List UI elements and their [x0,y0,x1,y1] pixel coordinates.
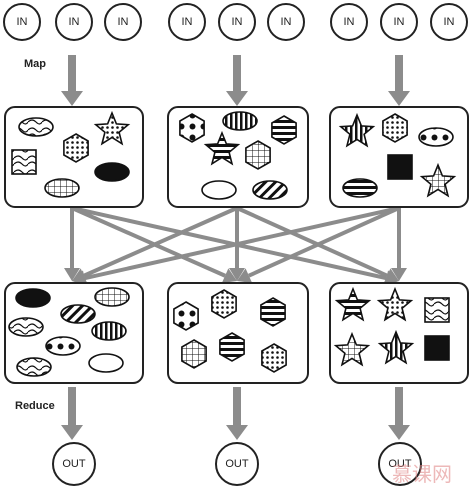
reduce-1-oval-vstripes-5 [91,321,127,341]
map-2-oval-blank-6 [201,180,237,200]
output-node-1: OUT [52,442,96,486]
reduce-3-star-hstripes-1 [334,286,372,322]
map-1-oval-solid-5 [94,162,130,182]
reduce-arrow-3 [388,387,410,440]
input-node-8: IN [380,3,418,41]
shuffle-arrow-1-2 [71,206,237,284]
reduce-2-hexagon-spots-1 [173,301,199,331]
map-arrow-1 [61,55,83,106]
map-3-star-vstripes-1 [338,112,376,148]
input-node-1: IN [3,3,41,41]
reduce-1-oval-diagonal-2 [60,304,96,324]
reduce-1-oval-solid-1 [15,288,51,308]
reduce-3-square-solid-6 [424,335,450,361]
reduce-1-oval-grid-3 [94,287,130,307]
reduce-3-star-grid-4 [333,331,371,367]
reduce-1-oval-contour-4 [8,317,44,337]
reduce-1-oval-blank-8 [88,353,124,373]
map-stage-label: Map [24,58,46,70]
reduce-1-oval-spots-6 [45,336,81,356]
map-3-square-solid-4 [387,154,413,180]
shuffle-arrow-2-2 [229,208,245,281]
map-2-oval-diagonal-7 [252,180,288,200]
reduce-2-hexagon-dots-2 [211,289,237,319]
map-2-hexagon-spots-1 [179,113,205,143]
watermark: 慕课网 [392,462,452,486]
map-2-star-hstripes-5 [203,130,241,166]
input-node-4: IN [168,3,206,41]
reduce-3-star-dots-2 [376,286,414,322]
reduce-box-2 [167,282,309,384]
input-node-7: IN [330,3,368,41]
map-1-star-dots-4 [93,110,131,146]
map-3-hexagon-dots-2 [382,113,408,143]
map-1-hexagon-dots-3 [63,133,89,163]
shuffle-arrow-2-3 [236,206,399,283]
map-arrow-3 [388,55,410,106]
input-node-3: IN [104,3,142,41]
shuffle-arrow-3-3 [391,208,407,281]
input-node-5: IN [218,3,256,41]
map-1-square-contour-2 [11,149,37,175]
reduce-arrow-2 [226,387,248,440]
map-arrow-2 [226,55,248,106]
shuffle-arrow-1-1 [64,208,80,281]
map-3-oval-hstripes-5 [342,178,378,198]
output-node-3: OUT [378,442,422,486]
reduce-1-oval-contour-7 [16,357,52,377]
input-node-6: IN [267,3,305,41]
map-3-star-grid-6 [419,162,457,198]
reduce-3-square-contour-3 [424,297,450,323]
map-2-oval-vstripes-2 [222,111,258,131]
reduce-arrow-1 [61,387,83,440]
reduce-2-hexagon-dots-6 [261,343,287,373]
map-3-oval-spots-3 [418,127,454,147]
output-node-2: OUT [215,442,259,486]
shuffle-arrow-3-2 [237,206,400,283]
input-node-9: IN [430,3,468,41]
reduce-2-hexagon-grid-4 [181,339,207,369]
reduce-3-star-vstripes-5 [377,329,415,365]
shapes-layer [8,110,457,377]
map-1-oval-contour-1 [18,117,54,137]
map-2-hexagon-grid-4 [245,140,271,170]
reduce-2-hexagon-hstripes-3 [260,297,286,327]
reduce-2-hexagon-hstripes-5 [219,332,245,362]
map-1-oval-grid-6 [44,178,80,198]
input-node-2: IN [55,3,93,41]
reduce-stage-label: Reduce [15,400,55,412]
map-2-hexagon-hstripes-3 [271,115,297,145]
